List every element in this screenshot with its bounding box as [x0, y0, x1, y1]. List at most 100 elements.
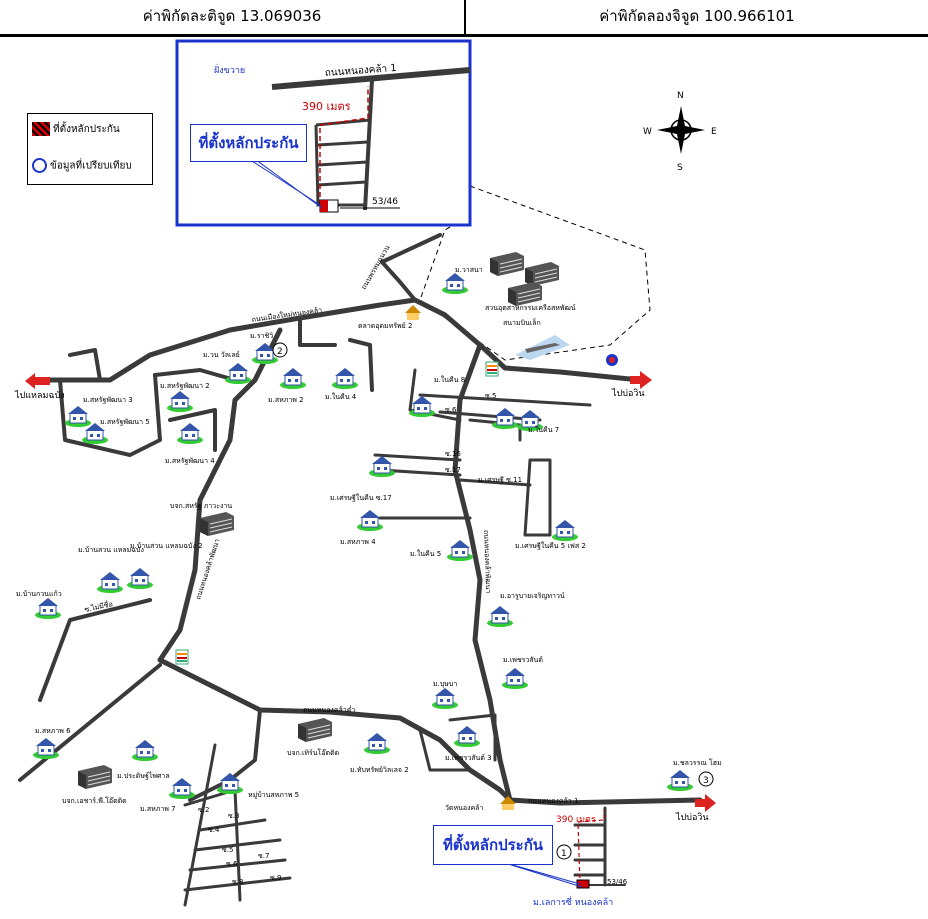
svg-text:ม.สหรัฐพัฒนา 5: ม.สหรัฐพัฒนา 5 — [100, 418, 150, 426]
svg-text:หมู่บ้านสหภาพ 5: หมู่บ้านสหภาพ 5 — [248, 791, 299, 799]
coordinate-header: ค่าพิกัดละติจูด 13.069036 ค่าพิกัดลองจิจ… — [0, 0, 928, 37]
bottom-number-label: 53/46 — [607, 878, 628, 886]
svg-text:ม.บ้านกวนแก้ว: ม.บ้านกวนแก้ว — [16, 590, 62, 598]
factory-icon — [297, 717, 333, 743]
factory-label-3: บจก.เอชาร์.พี.โอ๊ตติด — [62, 796, 127, 805]
svg-text:ม.ทับทรัพย์วิลเลจ 2: ม.ทับทรัพย์วิลเลจ 2 — [350, 766, 409, 774]
village-markers — [32, 342, 694, 800]
inset-number-label: 53/46 — [372, 197, 398, 207]
svg-text:ซ.3: ซ.3 — [228, 812, 239, 820]
collateral-route — [577, 810, 605, 886]
svg-text:ม.ในคืน 4: ม.ในคืน 4 — [325, 392, 357, 401]
marker-1-label: 1 — [561, 849, 567, 859]
arrow-left-icon — [25, 373, 50, 389]
airport-label: สนามบินเล็ก — [503, 318, 541, 327]
factory-label-2: บจก.เทิร์นโอ๊ตติด — [287, 748, 339, 757]
village-label-wattana: ม.วาสนา — [455, 266, 483, 274]
svg-text:ม.เพชรวสันต์: ม.เพชรวสันต์ — [503, 656, 543, 664]
market-label: ตลาดอุดมทรัพย์ 2 — [358, 322, 412, 330]
svg-text:ซ.5: ซ.5 — [222, 846, 233, 854]
compass-west: W — [643, 127, 652, 137]
svg-text:ซ.7: ซ.7 — [258, 852, 269, 860]
header-divider — [464, 0, 466, 34]
industrial-estate-label: สวนอุตสาหกรรมเครือสหพัฒน์ — [485, 304, 576, 312]
direction-left-label: ไปแหลมฉบัง — [14, 390, 65, 401]
inset-road-label: ถนนหนองคล้า 1 — [324, 62, 397, 79]
marker-3-label: 3 — [703, 776, 709, 786]
svg-text:ซ.17: ซ.17 — [445, 466, 461, 474]
arrow-right-top-icon — [630, 371, 652, 389]
road-label-mid-vertical: ถนนหนองคล้าพัฒนา — [482, 530, 492, 594]
svg-text:ม.ประดิษฐ์ไพศาล: ม.ประดิษฐ์ไพศาล — [117, 771, 170, 780]
longitude-label: ค่าพิกัดลองจิจูด 100.966101 — [599, 7, 795, 25]
factory-icon — [199, 511, 235, 537]
factory-icon — [77, 764, 113, 790]
airplane-icon — [515, 335, 570, 360]
compass-north: N — [677, 91, 684, 101]
inset-distance-label: 390 เมตร — [302, 100, 351, 113]
svg-text:ม.สหรัฐพัฒนา 2: ม.สหรัฐพัฒนา 2 — [160, 382, 210, 390]
svg-text:ซ.8: ซ.8 — [232, 878, 243, 886]
svg-text:ม.สหภาพ 4: ม.สหภาพ 4 — [340, 538, 376, 546]
svg-text:ซ.6: ซ.6 — [445, 406, 457, 414]
road-label-south-main: ถนนหนองคล้า 1 — [528, 797, 578, 805]
svg-text:ม.เศรษฐีในคืน 5 เฟส 2: ม.เศรษฐีในคืน 5 เฟส 2 — [515, 541, 586, 550]
compass-icon — [657, 106, 705, 154]
svg-text:ม.บ้านสวน แหลมฉบัง: ม.บ้านสวน แหลมฉบัง — [78, 546, 144, 554]
seven-eleven-icon — [485, 361, 499, 377]
marker-1 — [556, 844, 572, 860]
direction-right-bottom-label: ไปบ่อวิน — [675, 812, 709, 823]
temple-icon — [500, 796, 516, 810]
comparable-circle-icon — [32, 158, 47, 173]
seven-eleven-icon — [175, 649, 189, 665]
bottom-village-label: ม.เลการซี่ หนองคล้า — [533, 895, 613, 908]
direction-right-top-label: ไปบ่อวิน — [611, 388, 645, 399]
industrial-building-icon — [524, 261, 560, 287]
svg-text:ซ.9: ซ.9 — [270, 874, 281, 882]
industrial-building-icon — [507, 281, 543, 307]
svg-text:ม.ในคืน 5: ม.ในคืน 5 — [410, 549, 441, 558]
svg-text:ซ.5: ซ.5 — [485, 392, 496, 400]
svg-text:ซ.2: ซ.2 — [198, 806, 209, 814]
legend-collateral: ที่ตั้งหลักประกัน — [32, 122, 120, 137]
marker-2 — [272, 342, 288, 358]
marker-2-label: 2 — [277, 347, 283, 357]
arrow-right-bottom-icon — [695, 794, 716, 812]
market-icon — [405, 305, 421, 320]
svg-text:ม.สหรัฐพัฒนา 3: ม.สหรัฐพัฒนา 3 — [83, 396, 133, 404]
collateral-marker — [576, 879, 590, 889]
svg-text:ม.ในคืน 7: ม.ในคืน 7 — [528, 425, 559, 434]
factory-label-1: บจก.สหรัฐ ภาวะงาน — [170, 502, 232, 510]
svg-text:ซ.16: ซ.16 — [445, 450, 461, 458]
svg-text:ม.สหภาพ 6: ม.สหภาพ 6 — [35, 727, 71, 735]
svg-text:ม.เพชรวสันต์ 3: ม.เพชรวสันต์ 3 — [445, 754, 492, 762]
compass-south: S — [677, 163, 683, 173]
map-legend: ที่ตั้งหลักประกัน ข้อมูลที่เปรียบเทียบ — [27, 113, 153, 185]
svg-text:ม.สหรัฐพัฒนา 4: ม.สหรัฐพัฒนา 4 — [165, 457, 215, 465]
temple-label: วัดหนองคล้า — [445, 804, 483, 812]
house-icon-wattana — [441, 272, 469, 295]
village-labels: ม.ในคืน 8 ม.ราชิวิ ม.วน วัลเลย์ ม.สหรัฐพ… — [16, 332, 722, 813]
soi-labels: ซ.6 ซ.5 ซ.16 ซ.17 ซ.2 ซ.3 ซ.4 ซ.5 ซ.6 ซ.… — [198, 392, 496, 886]
marker-3 — [698, 771, 714, 787]
collateral-swatch-icon — [32, 122, 50, 136]
svg-text:ม.บ้านสวน แหลมฉบัง 2: ม.บ้านสวน แหลมฉบัง 2 — [130, 542, 203, 550]
road-network — [18, 233, 703, 907]
inset-collateral-callout: ที่ตั้งหลักประกัน — [190, 124, 307, 162]
header-underline — [755, 34, 928, 37]
industrial-building-icon — [489, 251, 525, 277]
gas-station-icon — [606, 354, 618, 366]
svg-text:ม.เศรษฐีในคืน ซ.17: ม.เศรษฐีในคืน ซ.17 — [330, 493, 392, 502]
svg-text:ซ.4: ซ.4 — [208, 826, 220, 834]
svg-text:ม.วน วัลเลย์: ม.วน วัลเลย์ — [203, 351, 240, 359]
compass-east: E — [711, 127, 717, 137]
svg-text:ม.สหภาพ 7: ม.สหภาพ 7 — [140, 805, 176, 813]
inset-left-label: ฝั่งขวาย — [214, 63, 245, 76]
svg-text:ม.ราชิวิ: ม.ราชิวิ — [250, 332, 273, 340]
bottom-collateral-callout: ที่ตั้งหลักประกัน — [433, 825, 553, 865]
svg-text:ม.เศรษฐี ซ.11: ม.เศรษฐี ซ.11 — [478, 476, 522, 484]
svg-text:ม.อารูบายเจริญทาวน์: ม.อารูบายเจริญทาวน์ — [500, 592, 565, 600]
svg-text:ม.บุษบา: ม.บุษบา — [433, 680, 457, 688]
latitude-label: ค่าพิกัดละติจูด 13.069036 — [142, 7, 322, 25]
